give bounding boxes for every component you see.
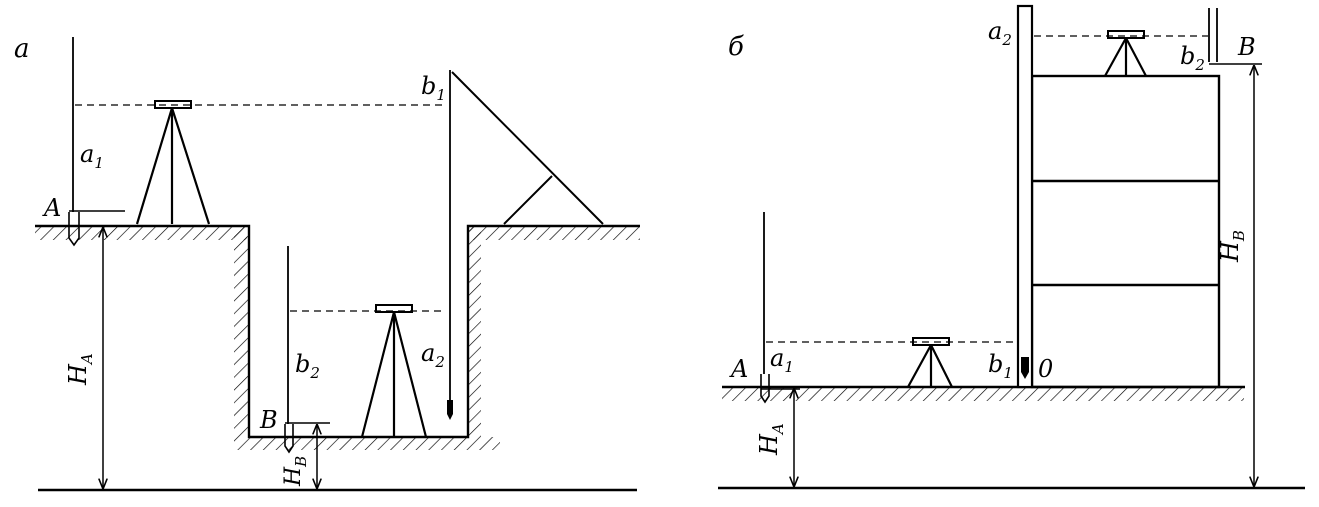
reading-a2-label: a2 <box>421 339 445 371</box>
reading-b1-b-label: b1 <box>988 350 1013 382</box>
height-b-b-label: HB <box>1216 230 1248 263</box>
tripod-a1 <box>135 107 211 225</box>
reading-b2-label: b2 <box>295 350 320 382</box>
diagram-a: а A B a1 b1 a2 b2 HA HB <box>14 34 640 492</box>
height-a-b-label: HA <box>755 423 787 456</box>
pit-hatch-right-wall <box>467 227 481 437</box>
reading-a1-label: a1 <box>80 140 104 172</box>
plumb-bob <box>447 400 453 420</box>
height-b-label: HB <box>281 456 310 487</box>
reading-a2-b-label: a2 <box>988 17 1012 49</box>
tripod-b2 <box>1104 37 1147 77</box>
support-triangle <box>451 71 604 225</box>
ground-hatch-b <box>722 388 1244 401</box>
pit-hatch-bottom <box>234 437 500 450</box>
ground-hatch-left <box>35 227 247 240</box>
point-b-b-label: B <box>1237 33 1256 61</box>
level-instrument-b1 <box>912 337 950 346</box>
diagram-b: б A B 0 a1 b1 a2 b2 HA HB <box>718 4 1305 490</box>
panel-label-a: а <box>14 34 30 64</box>
level-instrument-b2 <box>1107 30 1145 39</box>
building-outline <box>1030 74 1221 389</box>
reading-a1-b-label: a1 <box>770 344 794 376</box>
height-a-label: HA <box>64 353 96 386</box>
reading-b2-b-label: b2 <box>1180 42 1205 74</box>
benchmark-a-peg <box>68 212 80 247</box>
point-a-label: A <box>42 194 61 222</box>
tripod-a2 <box>360 311 428 438</box>
staff-tall-weight <box>1021 357 1029 379</box>
ground-hatch-right <box>467 227 640 240</box>
ground-profile-a <box>35 224 640 439</box>
level-instrument-a2 <box>375 304 413 313</box>
reading-b1-label: b1 <box>421 72 446 104</box>
point-a-b-label: A <box>729 355 748 383</box>
point-o-label: 0 <box>1038 355 1053 383</box>
tripod-b1 <box>907 344 953 388</box>
benchmark-b-peg <box>284 424 294 454</box>
staff-tall <box>1016 4 1034 389</box>
point-b-label: B <box>259 406 278 434</box>
panel-label-b: б <box>728 32 744 62</box>
pit-hatch-left-wall <box>234 227 248 437</box>
